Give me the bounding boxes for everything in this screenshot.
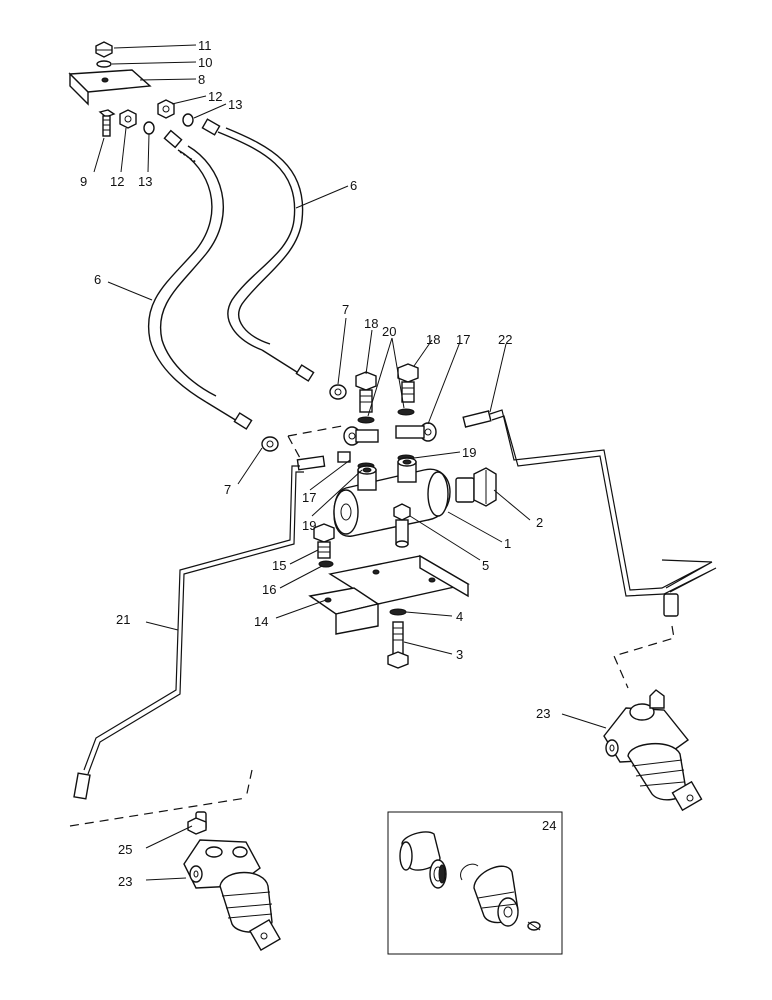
callout-21: 21 — [116, 612, 130, 627]
callout-23-right: 23 — [536, 706, 550, 721]
repair-kit-inset-24 — [387, 811, 563, 955]
callout-9: 9 — [80, 174, 87, 189]
mounting-bracket-8 — [68, 69, 152, 106]
pressure-switch-2 — [455, 467, 497, 507]
callout-3: 3 — [456, 647, 463, 662]
callout-17-left: 17 — [302, 490, 316, 505]
connection-line-upper — [287, 425, 343, 459]
sealing-washer-20-left — [357, 416, 375, 424]
bleed-screw-5 — [393, 503, 411, 521]
sealing-washer-20-right — [397, 408, 415, 416]
brake-hose-6-right — [201, 118, 315, 382]
nut-11 — [95, 41, 113, 58]
brake-hose-6-left — [147, 129, 253, 430]
callout-17-right: 17 — [456, 332, 470, 347]
callout-16: 16 — [262, 582, 276, 597]
callout-20: 20 — [382, 324, 396, 339]
nut-12-left — [119, 109, 137, 129]
callout-12-right: 12 — [208, 89, 222, 104]
connection-line-left — [69, 769, 253, 827]
callout-13-right: 13 — [228, 97, 242, 112]
callout-5: 5 — [482, 558, 489, 573]
callout-18-right: 18 — [426, 332, 440, 347]
bolt-15 — [313, 523, 335, 559]
callout-7-right: 7 — [342, 302, 349, 317]
banjo-union-17-right — [395, 422, 437, 442]
callout-6-left: 6 — [94, 272, 101, 287]
callout-12-left: 12 — [110, 174, 124, 189]
callout-19-right: 19 — [462, 445, 476, 460]
bolt-3 — [387, 621, 409, 669]
callout-24: 24 — [542, 818, 556, 833]
callout-23-left: 23 — [118, 874, 132, 889]
nut-12-right — [157, 99, 175, 119]
callout-10: 10 — [198, 55, 212, 70]
callout-11: 11 — [198, 38, 212, 53]
callout-25: 25 — [118, 842, 132, 857]
callout-22: 22 — [498, 332, 512, 347]
copper-washer-7-left — [261, 436, 279, 452]
callout-18-left: 18 — [364, 316, 378, 331]
brake-valve-body-1 — [333, 457, 451, 548]
leader-lines — [93, 44, 607, 881]
banjo-bolt-18-left — [355, 371, 377, 413]
callout-19-left: 19 — [302, 518, 316, 533]
washer-10 — [96, 60, 112, 68]
callout-labels: 11 10 8 12 13 9 12 13 6 6 7 18 20 18 17 … — [80, 38, 556, 889]
callout-13-left: 13 — [138, 174, 152, 189]
callout-4: 4 — [456, 609, 463, 624]
callout-15: 15 — [272, 558, 286, 573]
washer-4 — [389, 608, 407, 616]
callout-2: 2 — [536, 515, 543, 530]
brake-pipe-21 — [73, 455, 326, 800]
bolt-9 — [98, 109, 116, 137]
brake-pipe-22 — [462, 409, 717, 617]
wheel-cylinder-23-right — [603, 689, 703, 812]
mounting-bracket-14 — [308, 554, 470, 635]
banjo-bolt-18-right — [397, 363, 419, 403]
bleed-screw-25 — [187, 811, 207, 835]
copper-washer-7-right — [329, 384, 347, 400]
callout-8: 8 — [198, 72, 205, 87]
callout-7-left: 7 — [224, 482, 231, 497]
wheel-cylinder-23-left — [183, 839, 281, 951]
banjo-union-17-left — [337, 426, 379, 463]
washer-13-right — [182, 113, 194, 127]
washer-16 — [318, 560, 334, 568]
callout-6-right: 6 — [350, 178, 357, 193]
callout-1: 1 — [504, 536, 511, 551]
washer-13-left — [143, 121, 155, 135]
connection-line-right — [613, 625, 675, 689]
callout-14: 14 — [254, 614, 268, 629]
